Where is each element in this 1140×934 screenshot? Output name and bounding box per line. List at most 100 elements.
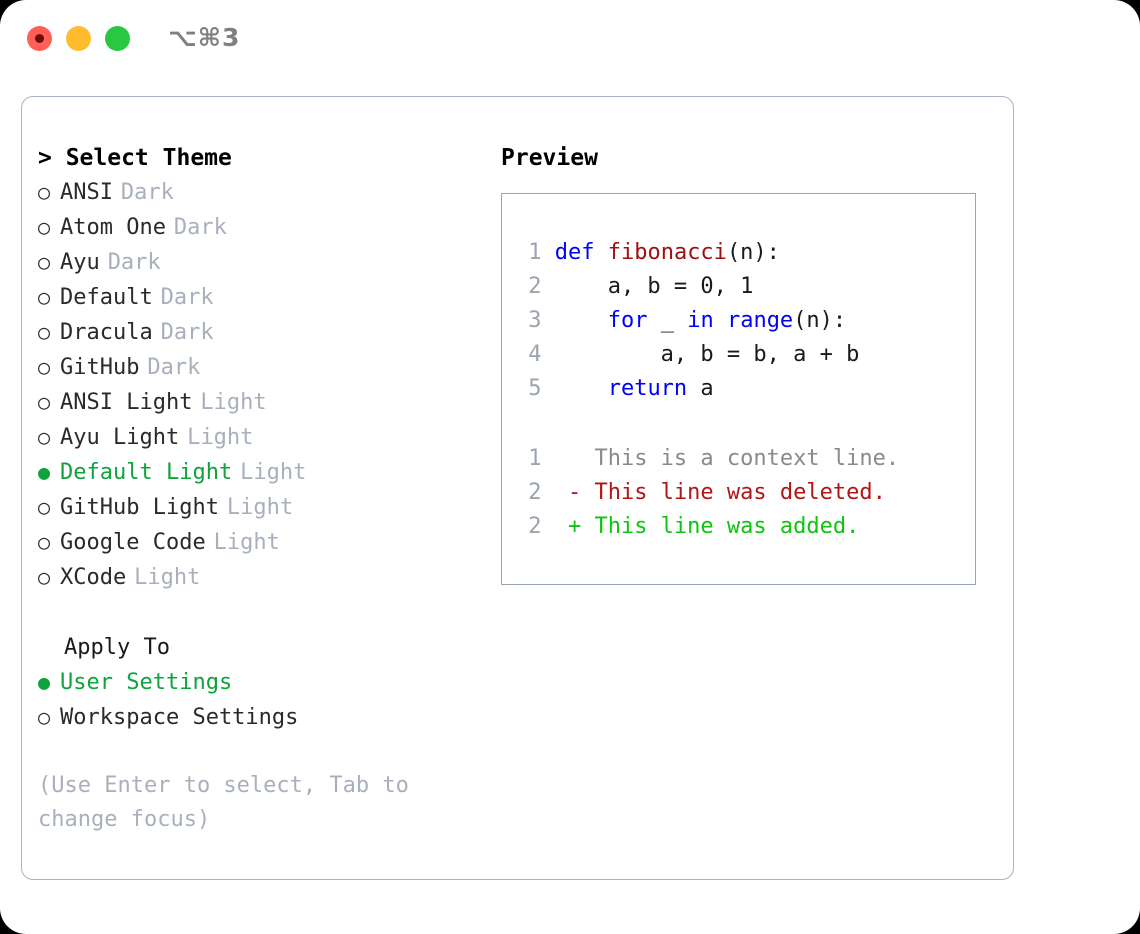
theme-option-category: Light [226, 495, 294, 520]
theme-option-label: GitHub [60, 355, 140, 380]
code-line: 3 for _ in range(n): [515, 304, 859, 338]
code-line-number: 2 [528, 274, 542, 299]
code-token-plain: (n): [793, 308, 847, 333]
minimize-window-icon[interactable] [66, 26, 91, 51]
code-line-text: a, b = 0, 1 [555, 270, 754, 304]
code-line: 5 return a [515, 372, 859, 406]
code-token-plain: a [687, 376, 714, 401]
radio-unselected-icon: ○ [38, 425, 51, 449]
radio-unselected-icon: ○ [38, 530, 51, 554]
window-controls [27, 26, 130, 51]
radio-unselected-icon: ○ [38, 495, 51, 519]
apply-to-option-label: User Settings [60, 670, 233, 695]
theme-option-dracula[interactable]: ○ Dracula Dark [38, 315, 498, 350]
code-token-kw: def [554, 240, 595, 265]
code-line-number: 5 [528, 376, 542, 401]
radio-unselected-icon: ○ [38, 250, 51, 274]
radio-unselected-icon: ○ [38, 355, 51, 379]
radio-selected-icon: ● [38, 670, 51, 694]
code-line-number: 1 [528, 240, 542, 265]
radio-unselected-icon: ○ [38, 390, 51, 414]
theme-option-category: Dark [160, 285, 214, 310]
code-line: 1 def fibonacci(n): [515, 236, 859, 270]
theme-option-ayu[interactable]: ○ Ayu Dark [38, 245, 498, 280]
theme-option-default[interactable]: ○ Default Dark [38, 280, 498, 315]
code-line-text: for _ in range(n): [555, 304, 846, 338]
theme-option-category: Light [213, 530, 280, 555]
theme-option-category: Dark [120, 180, 174, 205]
theme-option-label: GitHub Light [60, 495, 219, 520]
maximize-window-icon[interactable] [105, 26, 130, 51]
code-token-fn: fibonacci [607, 240, 727, 265]
radio-unselected-icon: ○ [38, 705, 51, 729]
theme-option-label: Ayu [60, 250, 100, 275]
radio-unselected-icon: ○ [38, 215, 51, 239]
keyboard-shortcut-label: ⌥⌘3 [168, 23, 241, 52]
theme-option-github[interactable]: ○ GitHub Dark [38, 350, 498, 385]
apply-to-heading: Apply To [64, 635, 170, 660]
diff-line-number: 2 [528, 480, 542, 505]
code-line-number: 4 [528, 342, 542, 367]
code-token-plain [594, 240, 607, 265]
theme-option-label: XCode [60, 565, 127, 590]
theme-option-label: ANSI [60, 180, 113, 205]
theme-option-label: Default Light [60, 460, 233, 485]
code-token-plain [714, 308, 727, 333]
radio-unselected-icon: ○ [38, 565, 51, 589]
radio-selected-icon: ● [38, 460, 51, 484]
code-token-kw: return [607, 376, 688, 401]
theme-option-label: Default [60, 285, 153, 310]
theme-option-label: Google Code [60, 530, 206, 555]
apply-to-option-label: Workspace Settings [60, 705, 299, 730]
code-token-plain: (n): [726, 240, 780, 265]
code-line: 4 a, b = b, a + b [515, 338, 859, 372]
code-line-number: 3 [528, 308, 542, 333]
theme-option-category: Dark [107, 250, 161, 275]
code-token-plain [555, 308, 608, 333]
code-token-kw: range [726, 308, 794, 333]
code-line: 2 a, b = 0, 1 [515, 270, 859, 304]
theme-option-category: Light [134, 565, 201, 590]
close-window-icon[interactable] [27, 26, 52, 51]
apply-to-option-list: ● User Settings ○ Workspace Settings [38, 665, 498, 735]
diff-sample: 1 This is a context line.2 - This line w… [515, 442, 899, 544]
diff-line-text: This is a context line. [554, 446, 900, 471]
radio-unselected-icon: ○ [38, 180, 51, 204]
theme-option-xcode[interactable]: ○ XCode Light [38, 560, 498, 595]
title-bar: ⌥⌘3 [0, 0, 1140, 78]
theme-option-label: Atom One [60, 215, 166, 240]
code-token-kw: in [687, 308, 714, 333]
apply-to-option-user-settings[interactable]: ● User Settings [38, 665, 498, 700]
diff-line-context: 1 This is a context line. [515, 442, 899, 476]
theme-option-ansi[interactable]: ○ ANSI Dark [38, 175, 498, 210]
diff-line-number: 1 [528, 446, 542, 471]
theme-option-ansi-light[interactable]: ○ ANSI Light Light [38, 385, 498, 420]
theme-option-label: ANSI Light [60, 390, 193, 415]
theme-option-category: Dark [160, 320, 214, 345]
theme-option-category: Light [200, 390, 267, 415]
keyboard-hint-text: (Use Enter to select, Tab to change focu… [38, 773, 423, 832]
radio-unselected-icon: ○ [38, 285, 51, 309]
theme-option-google-code[interactable]: ○ Google Code Light [38, 525, 498, 560]
theme-option-atom-one[interactable]: ○ Atom One Dark [38, 210, 498, 245]
theme-option-label: Dracula [60, 320, 153, 345]
theme-option-category: Light [187, 425, 254, 450]
theme-option-category: Dark [147, 355, 201, 380]
preview-heading: Preview [501, 145, 598, 171]
code-line-text: return a [555, 372, 714, 406]
code-token-plain [555, 376, 608, 401]
radio-unselected-icon: ○ [38, 320, 51, 344]
code-token-plain: _ [647, 308, 688, 333]
theme-option-github-light[interactable]: ○ GitHub Light Light [38, 490, 498, 525]
apply-to-option-workspace-settings[interactable]: ○ Workspace Settings [38, 700, 498, 735]
theme-option-category: Dark [173, 215, 227, 240]
